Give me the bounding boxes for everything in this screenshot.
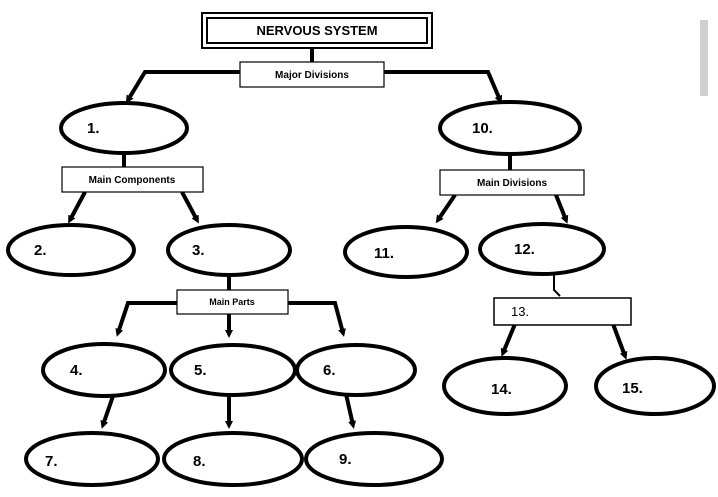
node-15: 15. [594,356,716,416]
node-10: 10. [438,100,582,156]
node-9-label: 9. [339,451,352,468]
node-14-label: 14. [491,381,512,398]
node-12: 12. [478,222,606,276]
node-3: 3. [166,223,292,277]
main-parts-box: Main Parts [176,289,289,315]
main-divisions-label: Main Divisions [477,178,547,189]
node-13: 13. [493,297,632,326]
scrollbar[interactable] [700,20,708,96]
node-1-label: 1. [87,120,100,137]
node-14: 14. [442,356,568,416]
main-divisions-box: Main Divisions [439,169,585,196]
main-parts-label: Main Parts [209,297,255,307]
node-10-label: 10. [472,120,493,137]
main-components-label: Main Components [89,175,176,186]
node-5-label: 5. [194,362,207,379]
main-components-box: Main Components [61,166,204,193]
node-2-label: 2. [34,242,47,259]
node-6-label: 6. [323,362,336,379]
node-4-label: 4. [70,362,83,379]
node-8-label: 8. [193,453,206,470]
major-divisions-label: Major Divisions [275,70,349,81]
node-9: 9. [304,431,444,487]
node-6: 6. [295,343,417,397]
title-box: NERVOUS SYSTEM [201,12,433,49]
node-2: 2. [6,223,136,277]
node-13-label: 13. [511,304,529,319]
node-11-label: 11. [374,245,394,262]
node-15-label: 15. [622,380,643,397]
node-8: 8. [162,431,304,487]
node-11: 11. [343,225,469,279]
node-7: 7. [24,431,160,487]
node-3-label: 3. [192,242,205,259]
node-12-label: 12. [514,241,535,258]
node-7-label: 7. [45,453,58,470]
diagram-title: NERVOUS SYSTEM [256,23,377,38]
major-divisions-box: Major Divisions [239,61,385,88]
node-5: 5. [169,343,297,397]
node-1: 1. [59,101,189,155]
node-4: 4. [41,342,167,398]
connector-lines [68,48,628,429]
